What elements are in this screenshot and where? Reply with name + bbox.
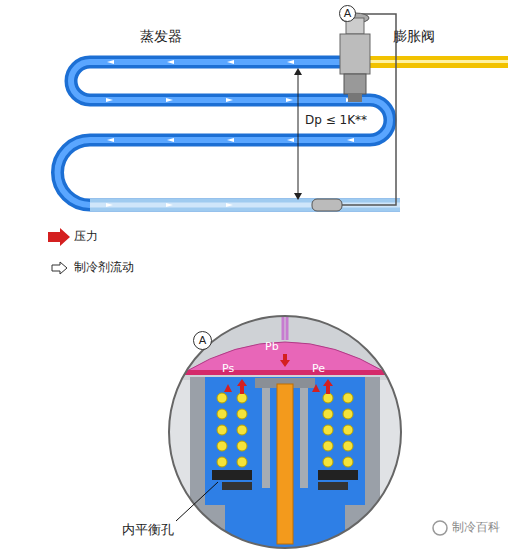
capillary	[340, 14, 396, 205]
leader-line	[176, 482, 218, 521]
watermark-icon	[433, 521, 447, 535]
spring-coil	[217, 457, 227, 467]
spring-coil	[323, 409, 333, 419]
flow-arrow	[166, 98, 173, 102]
flow-arrow	[347, 138, 354, 142]
flow-arrow	[226, 203, 233, 207]
spring-coil	[343, 393, 353, 403]
dimension: Dp ≤ 1K**	[305, 113, 367, 127]
flow-arrow	[106, 98, 113, 102]
spring-coil	[343, 409, 353, 419]
spring-coil	[217, 393, 227, 403]
flow-arrow	[106, 203, 113, 207]
spring-coil	[323, 441, 333, 451]
spring-coil	[237, 457, 247, 467]
flow-arrow	[226, 98, 233, 102]
pressure-label: Pe	[312, 362, 325, 375]
flow-arrow	[107, 60, 114, 64]
expansion-valve	[340, 13, 370, 102]
flow-arrow-sample	[52, 262, 67, 274]
flow-arrow	[167, 60, 174, 64]
callout-letter: A	[344, 8, 352, 19]
flow-arrow	[107, 138, 114, 142]
flow-arrow	[286, 98, 293, 102]
detail-circle	[169, 316, 401, 548]
pressure-arrow-sample	[48, 228, 70, 246]
spring-coil	[217, 441, 227, 451]
flow-arrow	[227, 60, 234, 64]
spring-coil	[237, 441, 247, 451]
flow-arrow	[287, 60, 294, 64]
valve-detail	[160, 300, 410, 550]
legend-text: 制冷剂流动	[74, 260, 134, 274]
watermark: 制冷百科	[452, 520, 500, 534]
liquid-line	[365, 56, 508, 68]
spring-coil	[217, 425, 227, 435]
evaporator-tube-inner	[58, 62, 401, 205]
liquid-line-highlight	[365, 60, 508, 63]
spring-coil	[343, 457, 353, 467]
spring-coil	[343, 441, 353, 451]
spring-coil	[323, 425, 333, 435]
spring-coil	[323, 393, 333, 403]
flow-arrow	[166, 203, 173, 207]
callout-letter: A	[199, 335, 207, 346]
spring-coil	[237, 409, 247, 419]
dimension-arrowheads	[294, 68, 302, 200]
spring-coil	[323, 457, 333, 467]
evaporator-tube	[58, 62, 401, 205]
part-name: 蒸发器	[140, 28, 182, 45]
callout-circle: A	[193, 331, 212, 350]
spring-coil	[237, 393, 247, 403]
spring-coil	[217, 409, 227, 419]
flow-arrow	[167, 138, 174, 142]
spring-coil	[237, 425, 247, 435]
pressure-label: Ps	[222, 362, 234, 375]
part-name: 内平衡孔	[122, 522, 174, 538]
pressure-label: Pb	[265, 340, 279, 353]
flow-arrow	[287, 138, 294, 142]
spring-coil	[343, 425, 353, 435]
flow-arrow	[227, 138, 234, 142]
legend-text: 压力	[74, 229, 98, 243]
callout-circle: A	[339, 5, 356, 22]
part-name: 膨胀阀	[393, 28, 435, 45]
sensing-bulb	[312, 199, 342, 211]
flow-arrows	[106, 60, 354, 207]
dimension-line	[298, 72, 299, 196]
